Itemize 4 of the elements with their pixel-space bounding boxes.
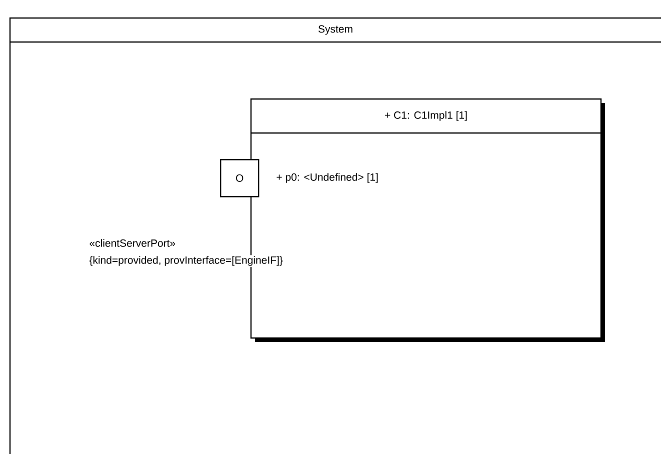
stereotype-label: «clientServerPort» [88,238,177,248]
port-label: + p0: <Undefined> [1] [275,172,380,184]
port-box: O [220,159,260,198]
stereotype-label: {kind=provided, provInterface=[EngineIF]} [88,255,284,267]
